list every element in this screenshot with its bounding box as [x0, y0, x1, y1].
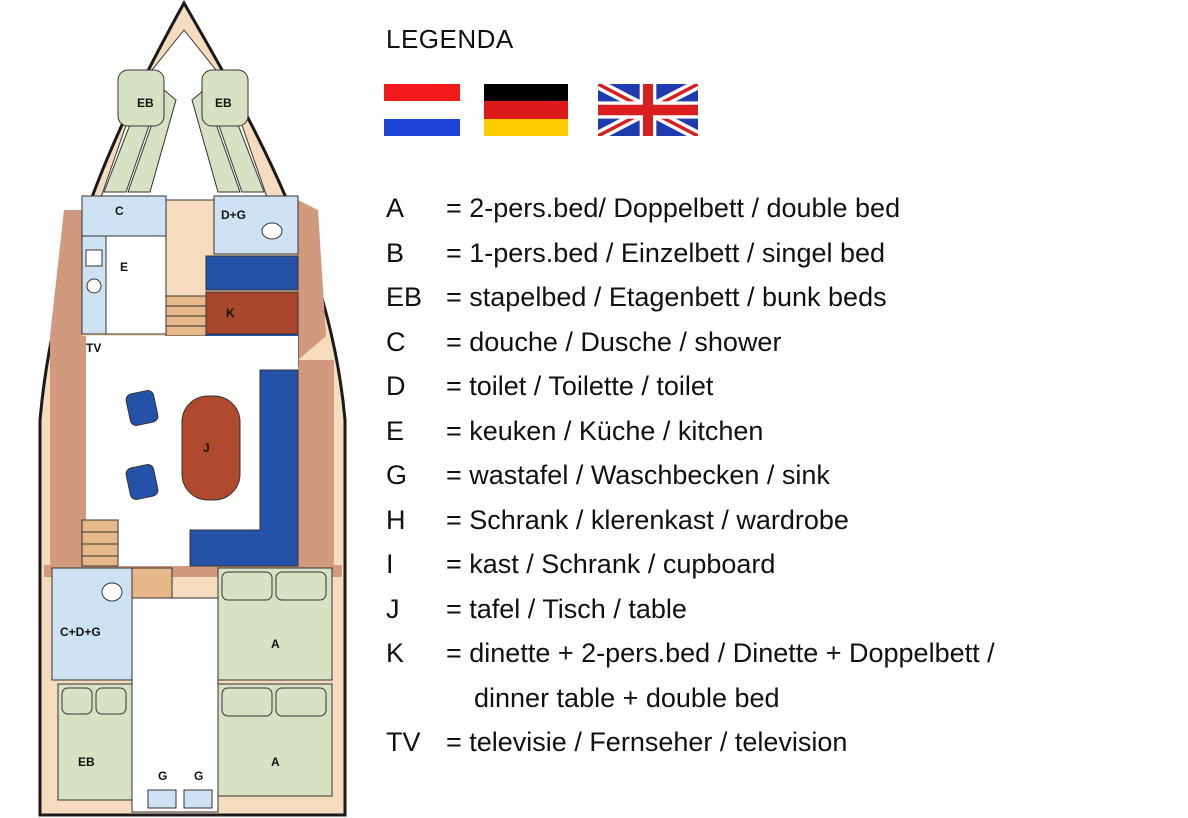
bench-salon	[189, 369, 299, 567]
kitchen-sink-icon	[86, 278, 102, 294]
stove-icon	[85, 249, 103, 267]
legend-description: = kast / Schrank / cupboard	[446, 549, 776, 579]
sink-g-left	[147, 789, 177, 809]
room-shower-c	[81, 195, 167, 237]
label-a-lower: A	[271, 755, 280, 769]
sink-g-right	[183, 789, 213, 809]
legend-key: C	[386, 326, 406, 357]
chair-1	[125, 390, 159, 426]
legend-description: = tafel / Tisch / table	[446, 593, 687, 624]
wood-wall-left	[50, 336, 86, 568]
legend-description: = dinette + 2-pers.bed / Dinette + Doppe…	[446, 638, 995, 668]
legend-key: E	[386, 415, 405, 446]
label-tv: TV	[86, 341, 101, 355]
legend-key: K	[386, 638, 405, 668]
legend-key: I	[386, 549, 394, 579]
flag-united-kingdom-icon	[598, 84, 698, 136]
stairs-aft	[131, 567, 173, 599]
legend-description: = 2-pers.bed/ Doppelbett / double bed	[446, 193, 901, 223]
toilet-bowl-fwd	[261, 222, 283, 240]
legend-description: = televisie / Fernseher / television	[446, 727, 848, 757]
label-g-right: G	[194, 769, 203, 783]
legend-key: B	[386, 237, 405, 268]
legend-description: = 1-pers.bed / Einzelbett / singel bed	[446, 237, 886, 268]
label-j: J	[203, 441, 210, 455]
room-toilet-dg	[213, 195, 299, 255]
stairs-salon	[81, 519, 119, 567]
legend-description: = douche / Dusche / shower	[446, 326, 782, 357]
flag-germany-icon	[484, 84, 568, 136]
boat-floor-plan: EB EB C D+G E K TV J C+D+G A A EB	[38, 0, 347, 817]
wood-forward-right	[298, 200, 326, 360]
legend-description: = wastafel / Waschbecken / sink	[446, 460, 830, 490]
table-j	[181, 395, 241, 501]
legend-description: = toilet / Toilette / toilet	[446, 371, 714, 401]
label-eb-left-bow: EB	[137, 96, 154, 110]
label-g-left: G	[158, 769, 167, 783]
label-eb-stern: EB	[78, 755, 95, 769]
legend-title: LEGENDA	[386, 24, 514, 54]
label-c: C	[115, 204, 124, 218]
label-e: E	[120, 260, 128, 274]
label-a-upper: A	[271, 637, 280, 651]
legend-description-continued: dinner table + double bed	[474, 682, 780, 713]
bench-k-top	[205, 255, 299, 291]
aft-corridor	[131, 597, 219, 813]
label-k: K	[226, 306, 235, 320]
legend-description: = Schrank / klerenkast / wardrobe	[446, 504, 849, 535]
wood-wall-right	[298, 360, 334, 568]
flag-netherlands-icon	[384, 84, 460, 136]
toilet-bowl-aft	[101, 582, 123, 602]
pillow-right	[201, 69, 249, 127]
label-eb-right-bow: EB	[215, 96, 232, 110]
dinette-k	[205, 291, 299, 335]
legend-key: D	[386, 371, 406, 401]
chair-2	[125, 464, 159, 500]
legend-key: TV	[386, 727, 421, 757]
label-cdg: C+D+G	[60, 625, 101, 639]
pillow-left	[117, 69, 165, 127]
legend-key: A	[386, 193, 405, 223]
wood-forward-left	[50, 210, 82, 336]
label-dg: D+G	[221, 208, 246, 222]
legend-key: J	[386, 593, 400, 624]
legend-description: = stapelbed / Etagenbett / bunk beds	[446, 282, 887, 312]
legend-key: H	[386, 504, 406, 535]
room-bath-cdg	[51, 567, 133, 681]
legend-key: EB	[386, 282, 423, 312]
legend-description: = keuken / Küche / kitchen	[446, 415, 764, 446]
legend-key: G	[386, 460, 408, 490]
